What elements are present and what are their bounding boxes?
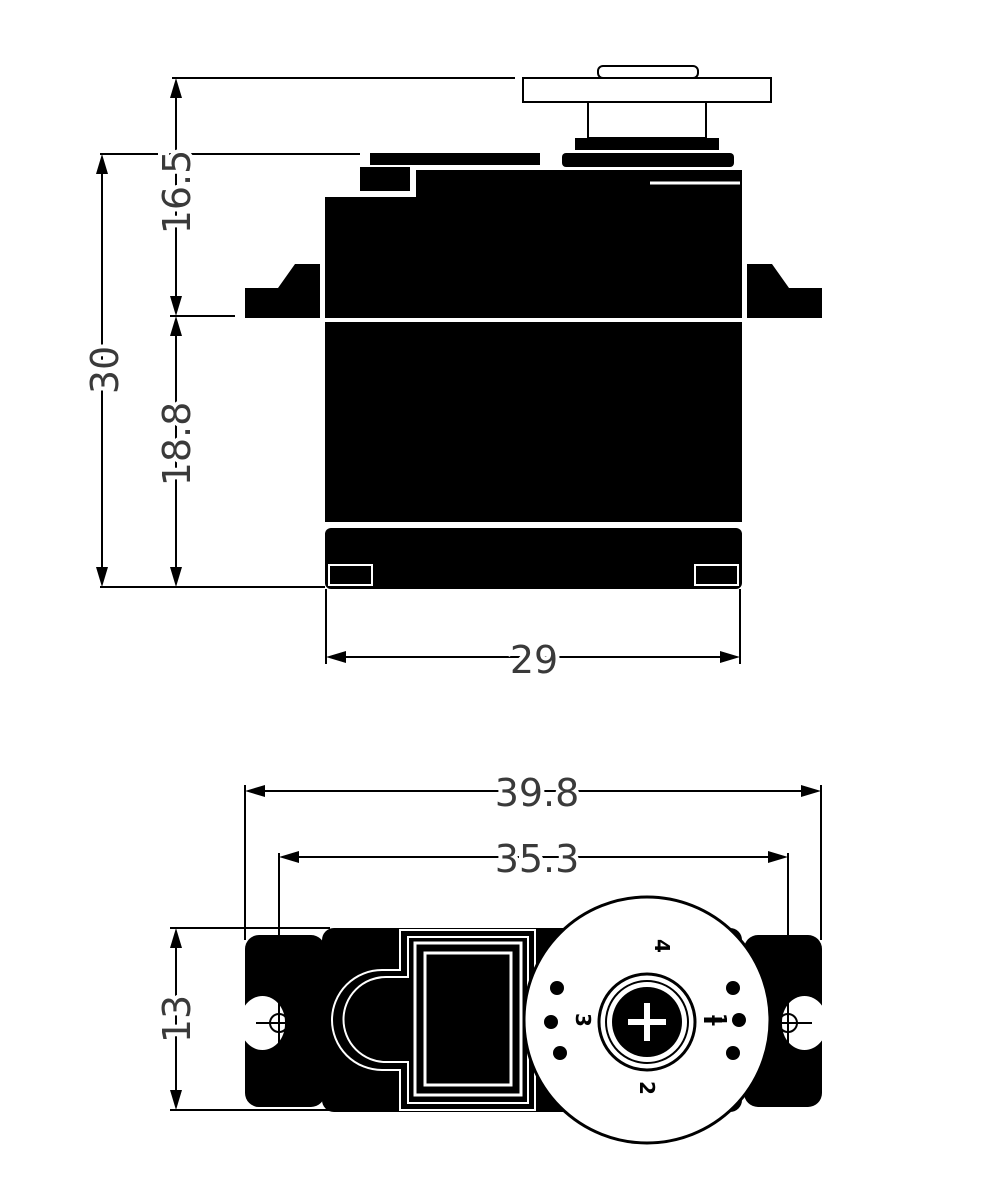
dim-29-label: 29 <box>510 638 558 682</box>
mounting-tab-left <box>245 264 320 318</box>
lower-body <box>325 322 742 522</box>
upper-body-cap <box>416 170 742 202</box>
dim-30-label: 30 <box>83 346 127 394</box>
dim-16-5-label: 16.5 <box>155 150 199 235</box>
cover-outline <box>331 929 536 1111</box>
dimension-lower: 18.8 <box>151 316 203 587</box>
top-view: 39.8 35.3 13 <box>151 767 827 1145</box>
dim-18-8-label: 18.8 <box>155 402 199 487</box>
output-horn-side <box>522 65 772 167</box>
dimension-body-width: 29 <box>325 589 741 686</box>
label-window <box>413 941 523 1097</box>
dim-39-8-label: 39.8 <box>495 771 580 815</box>
bottom-case <box>325 528 742 589</box>
upper-body <box>325 197 742 318</box>
horn-mark-2: 2 <box>635 1081 659 1095</box>
dimension-overall-length: 39.8 <box>244 767 822 940</box>
dimension-hole-spacing: 35.3 <box>278 833 789 990</box>
dimension-width: 13 <box>151 927 330 1111</box>
dimension-upper: 16.5 <box>151 77 515 316</box>
horn-mark-1: 1 <box>707 1013 731 1027</box>
horn-mark-3: 3 <box>571 1013 595 1027</box>
top-plate <box>370 153 540 165</box>
dimension-total-height: 30 <box>79 153 360 588</box>
mounting-tab-left-top <box>240 935 325 1107</box>
horn-marks: 4 3 1 2 <box>571 939 731 1095</box>
horn-mark-4: 4 <box>650 939 674 953</box>
top-step <box>360 167 410 191</box>
dim-13-label: 13 <box>155 995 199 1043</box>
dim-35-3-label: 35.3 <box>495 837 580 881</box>
side-view: 30 16.5 18.8 29 <box>79 65 822 686</box>
mounting-tab-right <box>747 264 822 318</box>
horn-disc <box>522 895 772 1145</box>
